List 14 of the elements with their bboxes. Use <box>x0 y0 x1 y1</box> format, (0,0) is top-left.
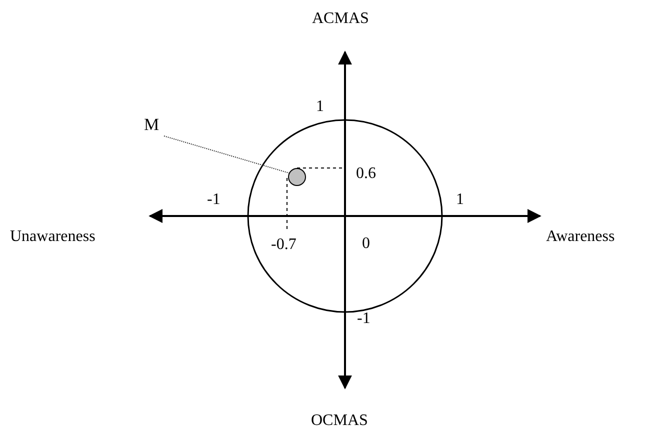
tick-label: -1 <box>357 310 370 328</box>
leader-line <box>164 136 290 174</box>
tick-label: 0 <box>362 235 370 253</box>
axis-label: ACMAS <box>312 10 369 28</box>
point-label: M <box>144 116 160 134</box>
axis-label: OCMAS <box>311 412 368 430</box>
axis-label: Awareness <box>546 228 615 246</box>
value-label: -0.7 <box>271 236 296 254</box>
tick-label: -1 <box>207 191 220 209</box>
tick-label: 1 <box>456 191 464 209</box>
data-point <box>288 168 306 186</box>
value-label: 0.6 <box>356 165 376 183</box>
tick-label: 1 <box>316 98 324 116</box>
axis-label: Unawareness <box>10 228 96 246</box>
